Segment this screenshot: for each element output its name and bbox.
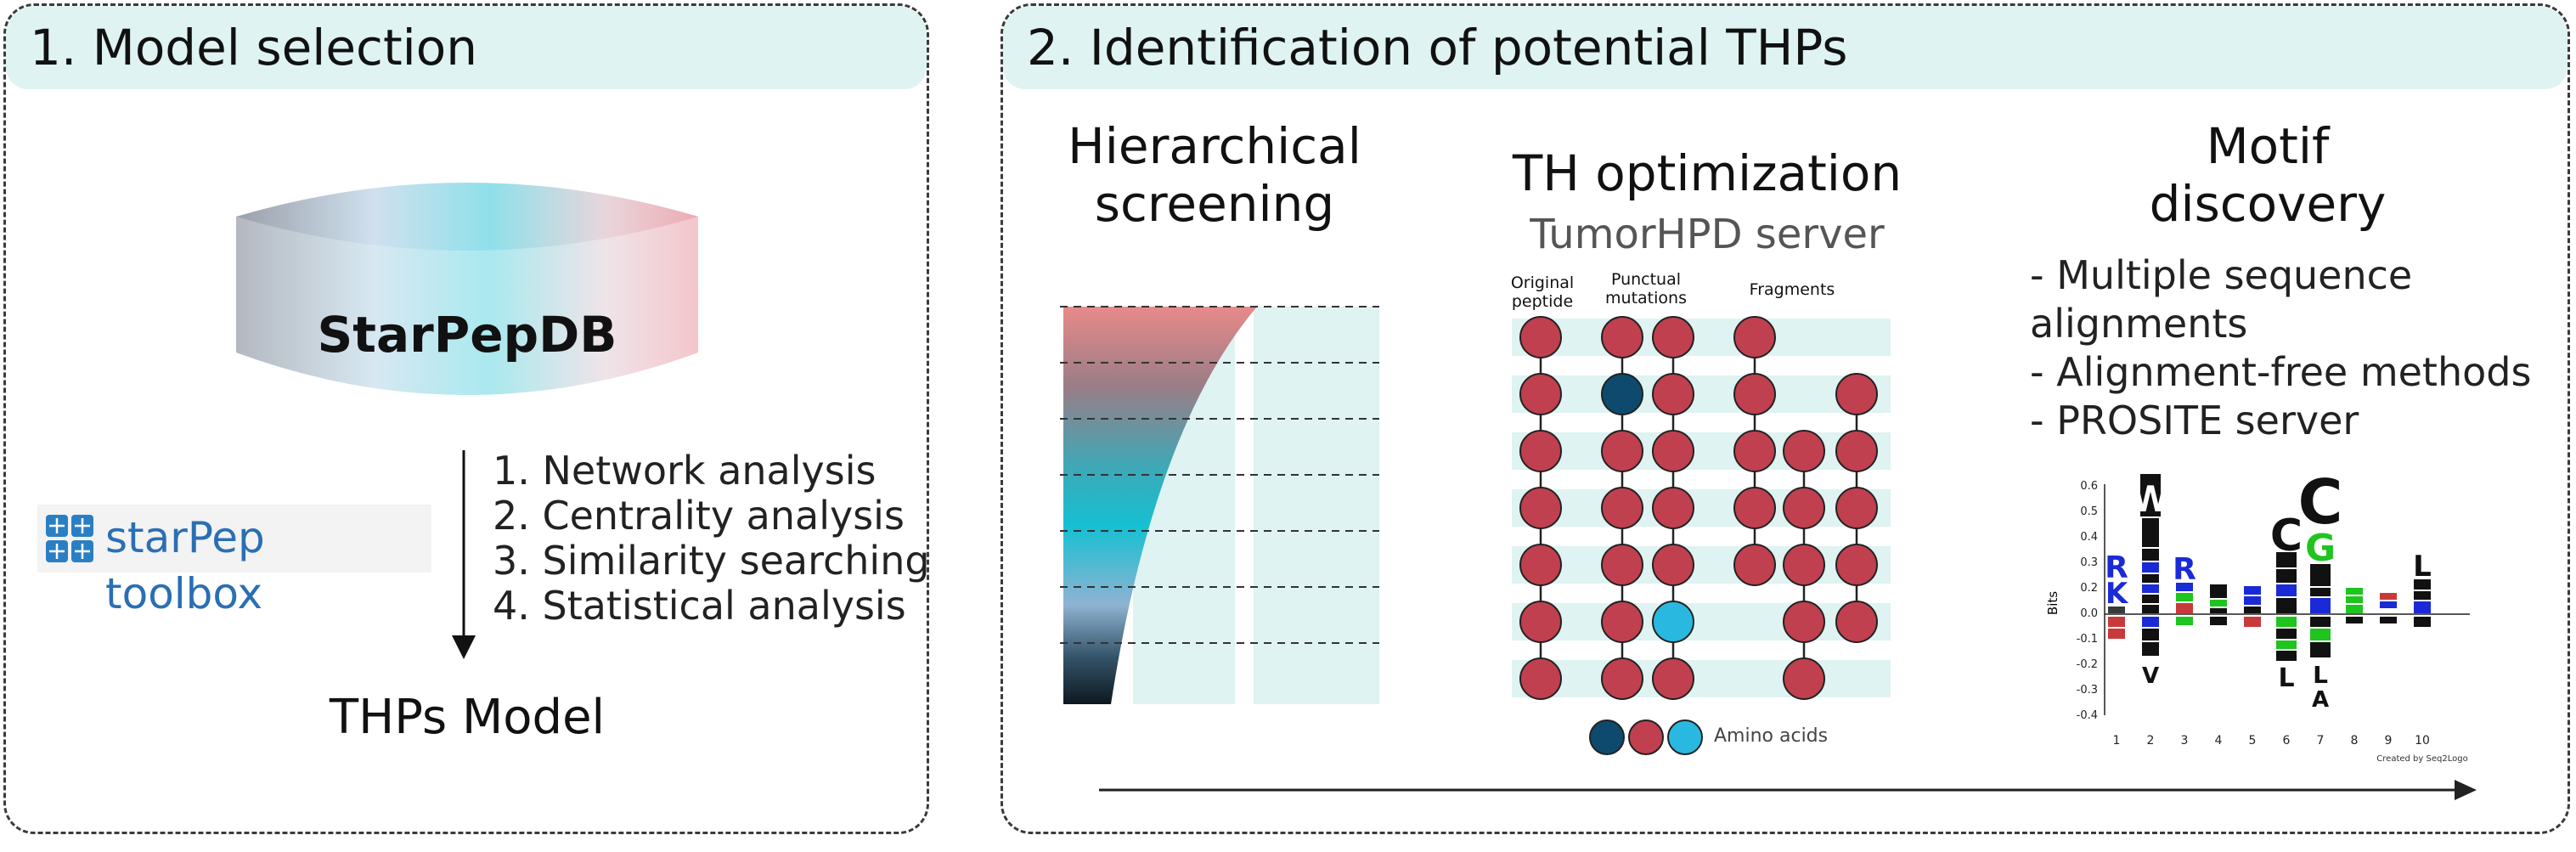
amino-acid-legend-label: Amino acids <box>1714 725 1829 747</box>
database-cylinder <box>236 183 698 395</box>
punctual-mutations-header: Punctual mutations <box>1605 270 1687 308</box>
svg-text:-0.1: -0.1 <box>2077 633 2098 646</box>
svg-text:5: 5 <box>2249 734 2257 748</box>
snowflake-icon <box>46 515 93 562</box>
panel-title: 2. Identification of potential THPs <box>1027 19 1848 76</box>
svg-text:10: 10 <box>2415 734 2430 748</box>
svg-text:0.6: 0.6 <box>2080 480 2098 493</box>
svg-text:-0.2: -0.2 <box>2077 658 2098 671</box>
svg-text:-0.4: -0.4 <box>2077 709 2098 722</box>
svg-text:2: 2 <box>2147 734 2155 748</box>
logo-credit: Created by Seq2Logo <box>2376 754 2467 764</box>
process-arrow <box>1099 780 2477 800</box>
workflow-arrow <box>452 450 476 659</box>
panel-header: 1. Model selection <box>6 6 927 89</box>
panel-header: 2. Identification of potential THPs <box>1003 6 2568 89</box>
peptide-grid <box>1512 316 1891 700</box>
svg-text:W: W <box>2131 478 2170 520</box>
identification-panel: 2. Identification of potential THPs <box>1001 3 2570 834</box>
svg-text:L: L <box>2278 663 2294 693</box>
svg-text:7: 7 <box>2317 734 2325 748</box>
step-centrality: 2. Centrality analysis <box>493 493 905 539</box>
step-similarity: 3. Similarity searching <box>493 538 930 584</box>
optimization-title: TH optimization <box>1512 144 1902 202</box>
step-network: 1. Network analysis <box>493 448 877 494</box>
screening-title: Hierarchical screening <box>1068 117 1361 233</box>
panel-title: 1. Model selection <box>30 19 478 76</box>
fragments-header: Fragments <box>1749 280 1835 299</box>
svg-text:0.3: 0.3 <box>2080 556 2098 569</box>
svg-text:0.0: 0.0 <box>2080 607 2098 620</box>
svg-text:6: 6 <box>2283 734 2291 748</box>
svg-text:3: 3 <box>2181 734 2189 748</box>
database-label: StarPepDB <box>317 306 617 364</box>
sequence-logo: Bits 0.6 0.5 0.4 0.3 0.2 0.0 -0.1 -0.2 -… <box>2045 466 2470 764</box>
toolbox-logo: starPep toolbox <box>37 505 431 618</box>
motif-methods: - Multiple sequence alignments - Alignme… <box>2030 252 2532 443</box>
svg-text:L: L <box>2313 661 2328 689</box>
svg-text:K: K <box>2105 577 2129 611</box>
svg-text:0.5: 0.5 <box>2080 505 2098 518</box>
toolbox-label: starPep toolbox <box>105 513 265 618</box>
svg-text:L: L <box>2413 550 2432 584</box>
svg-text:9: 9 <box>2385 734 2393 748</box>
logo-ylabel: Bits <box>2045 591 2060 615</box>
svg-text:A: A <box>2312 687 2329 713</box>
step-statistical: 4. Statistical analysis <box>493 583 906 629</box>
svg-text:-0.3: -0.3 <box>2077 684 2098 697</box>
screening-funnel <box>1060 306 1379 704</box>
svg-text:R: R <box>2173 552 2196 587</box>
svg-text:0.4: 0.4 <box>2080 531 2098 544</box>
svg-text:0.2: 0.2 <box>2080 582 2098 595</box>
original-peptide-header: Original peptide <box>1510 274 1575 311</box>
analysis-steps: 1. Network analysis 2. Centrality analys… <box>493 449 930 629</box>
model-selection-panel: 1. Model selection <box>3 3 929 834</box>
svg-text:G: G <box>2305 527 2336 570</box>
svg-text:4: 4 <box>2215 734 2223 748</box>
thps-model-label: THPs Model <box>329 690 606 745</box>
motif-title: Motif discovery <box>2149 117 2387 233</box>
svg-text:C: C <box>2298 466 2343 538</box>
svg-text:R: R <box>2105 550 2128 585</box>
svg-text:1: 1 <box>2113 734 2121 748</box>
svg-text:8: 8 <box>2351 734 2359 748</box>
amino-acid-legend <box>1589 719 1703 755</box>
svg-text:V: V <box>2142 663 2159 689</box>
server-label: TumorHPD server <box>1530 211 1885 258</box>
